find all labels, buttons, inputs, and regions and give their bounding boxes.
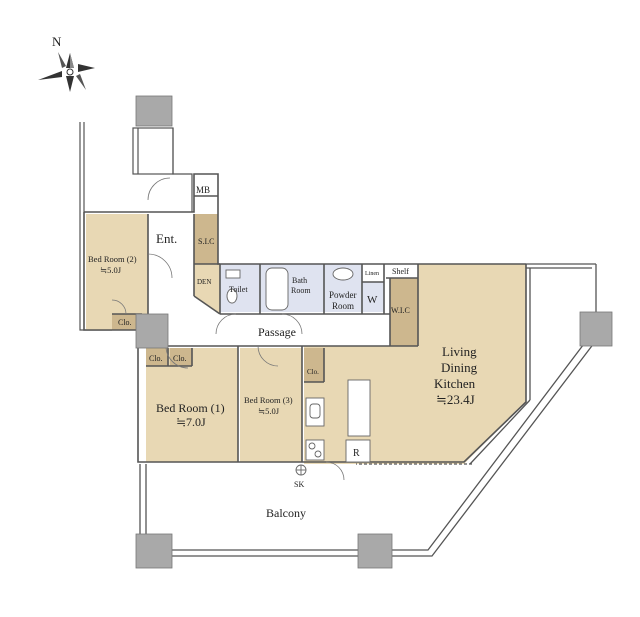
toilet-icon (226, 288, 238, 304)
linen-label: Linen (365, 271, 379, 277)
compass-north-label: N (52, 34, 62, 49)
room-labels: MB Ent. S.I.C DEN Toilet Bath Room Linen… (88, 185, 478, 520)
fridge-icon (345, 439, 371, 463)
kitchen-island (347, 379, 371, 437)
upper-outdoor-area (79, 122, 193, 331)
powder-label-line1: Powder (329, 290, 357, 300)
wic-fill (390, 278, 418, 346)
bed-room-3-fill (240, 348, 302, 462)
ldk-label-line1: Living (442, 344, 477, 359)
bath-label-line2: Room (291, 286, 311, 295)
powder-label-line2: Room (332, 301, 354, 311)
ldk-area: ≒23.4J (436, 392, 475, 407)
washbasin-icon (332, 267, 354, 281)
bath-label-line1: Bath (292, 276, 307, 285)
walls (83, 173, 527, 463)
structural-columns (135, 95, 613, 569)
bed-room-2-label: Bed Room (2) (88, 254, 137, 264)
bathtub-icon (265, 267, 289, 311)
sk-label: SK (294, 480, 304, 489)
shelf-label: Shelf (392, 267, 409, 276)
clo-b-label: Clo. (173, 354, 187, 363)
clo-a-label: Clo. (149, 354, 163, 363)
bed-room-3-label: Bed Room (3) (244, 395, 293, 405)
bed-room-1-area: ≒7.0J (176, 415, 206, 429)
ldk-label-line3: Kitchen (434, 376, 476, 391)
bed-room-1-label: Bed Room (1) (156, 401, 225, 415)
den-label: DEN (197, 278, 211, 286)
sic-label: S.I.C (198, 237, 214, 246)
sic-closet-fill (194, 214, 218, 264)
balcony-label: Balcony (266, 506, 306, 520)
clo-bed3-label: Clo. (307, 368, 319, 376)
fixtures (225, 267, 371, 476)
stove-icon (305, 439, 325, 461)
fridge-label: R (353, 448, 360, 459)
door-swings (111, 177, 345, 481)
compass-rose-icon (38, 52, 95, 92)
den-fill (194, 264, 220, 314)
wic-label: W.I.C (391, 306, 410, 315)
bed-room-3-area: ≒5.0J (258, 406, 280, 416)
entrance-label: Ent. (156, 231, 177, 246)
toilet-label: Toilet (229, 285, 248, 294)
clo-bed2-label: Clo. (118, 318, 132, 327)
passage-label: Passage (258, 325, 296, 339)
ldk-label-line2: Dining (441, 360, 478, 375)
washer-label: W (367, 294, 378, 306)
mb-label: MB (196, 185, 210, 195)
bed-room-1-fill (146, 348, 238, 462)
bed-room-2-area: ≒5.0J (100, 265, 122, 275)
bed-room-2-fill (86, 214, 148, 330)
